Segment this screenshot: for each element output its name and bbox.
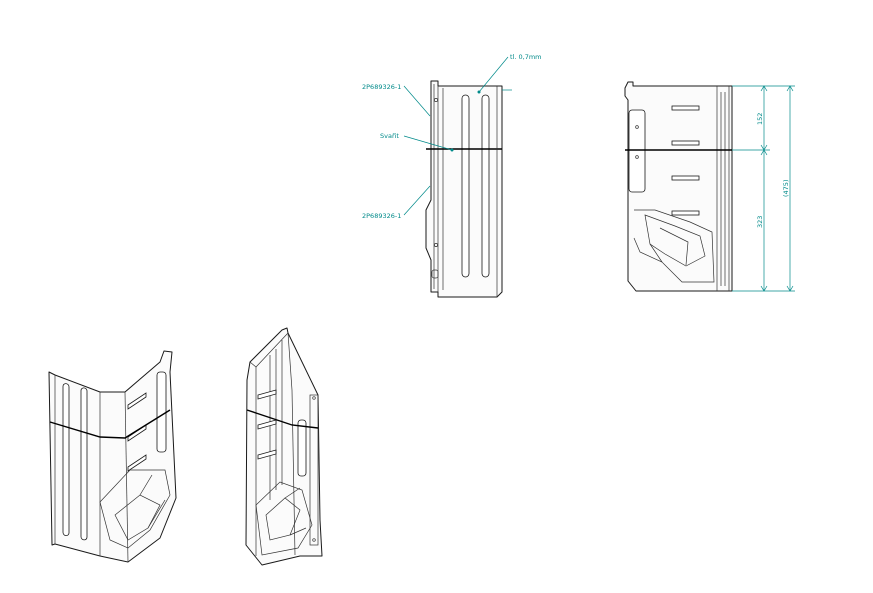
dimension-upper-height: 152	[756, 113, 764, 125]
leader-part-bottom	[403, 185, 431, 216]
dimension-lower-height: 323	[756, 216, 764, 228]
front-view	[425, 80, 512, 298]
leader-part-top	[403, 85, 431, 117]
note-weld: Svařit	[380, 132, 399, 140]
isometric-view-right	[245, 327, 323, 566]
note-part-top: 2P689326-1	[362, 83, 401, 91]
side-view	[624, 81, 733, 292]
front-view-annotations: 2P689326-1 Svařit 2P689326-1 tl. 0,7mm	[362, 53, 542, 220]
dimension-total-height: (475)	[782, 180, 790, 197]
note-thickness: tl. 0,7mm	[510, 53, 542, 61]
leader-weld	[403, 135, 453, 151]
side-view-dimensions: 152 323 (475)	[732, 85, 795, 292]
isometric-view-left	[48, 350, 177, 563]
note-part-bottom: 2P689326-1	[362, 212, 401, 220]
leader-thickness	[478, 56, 509, 93]
